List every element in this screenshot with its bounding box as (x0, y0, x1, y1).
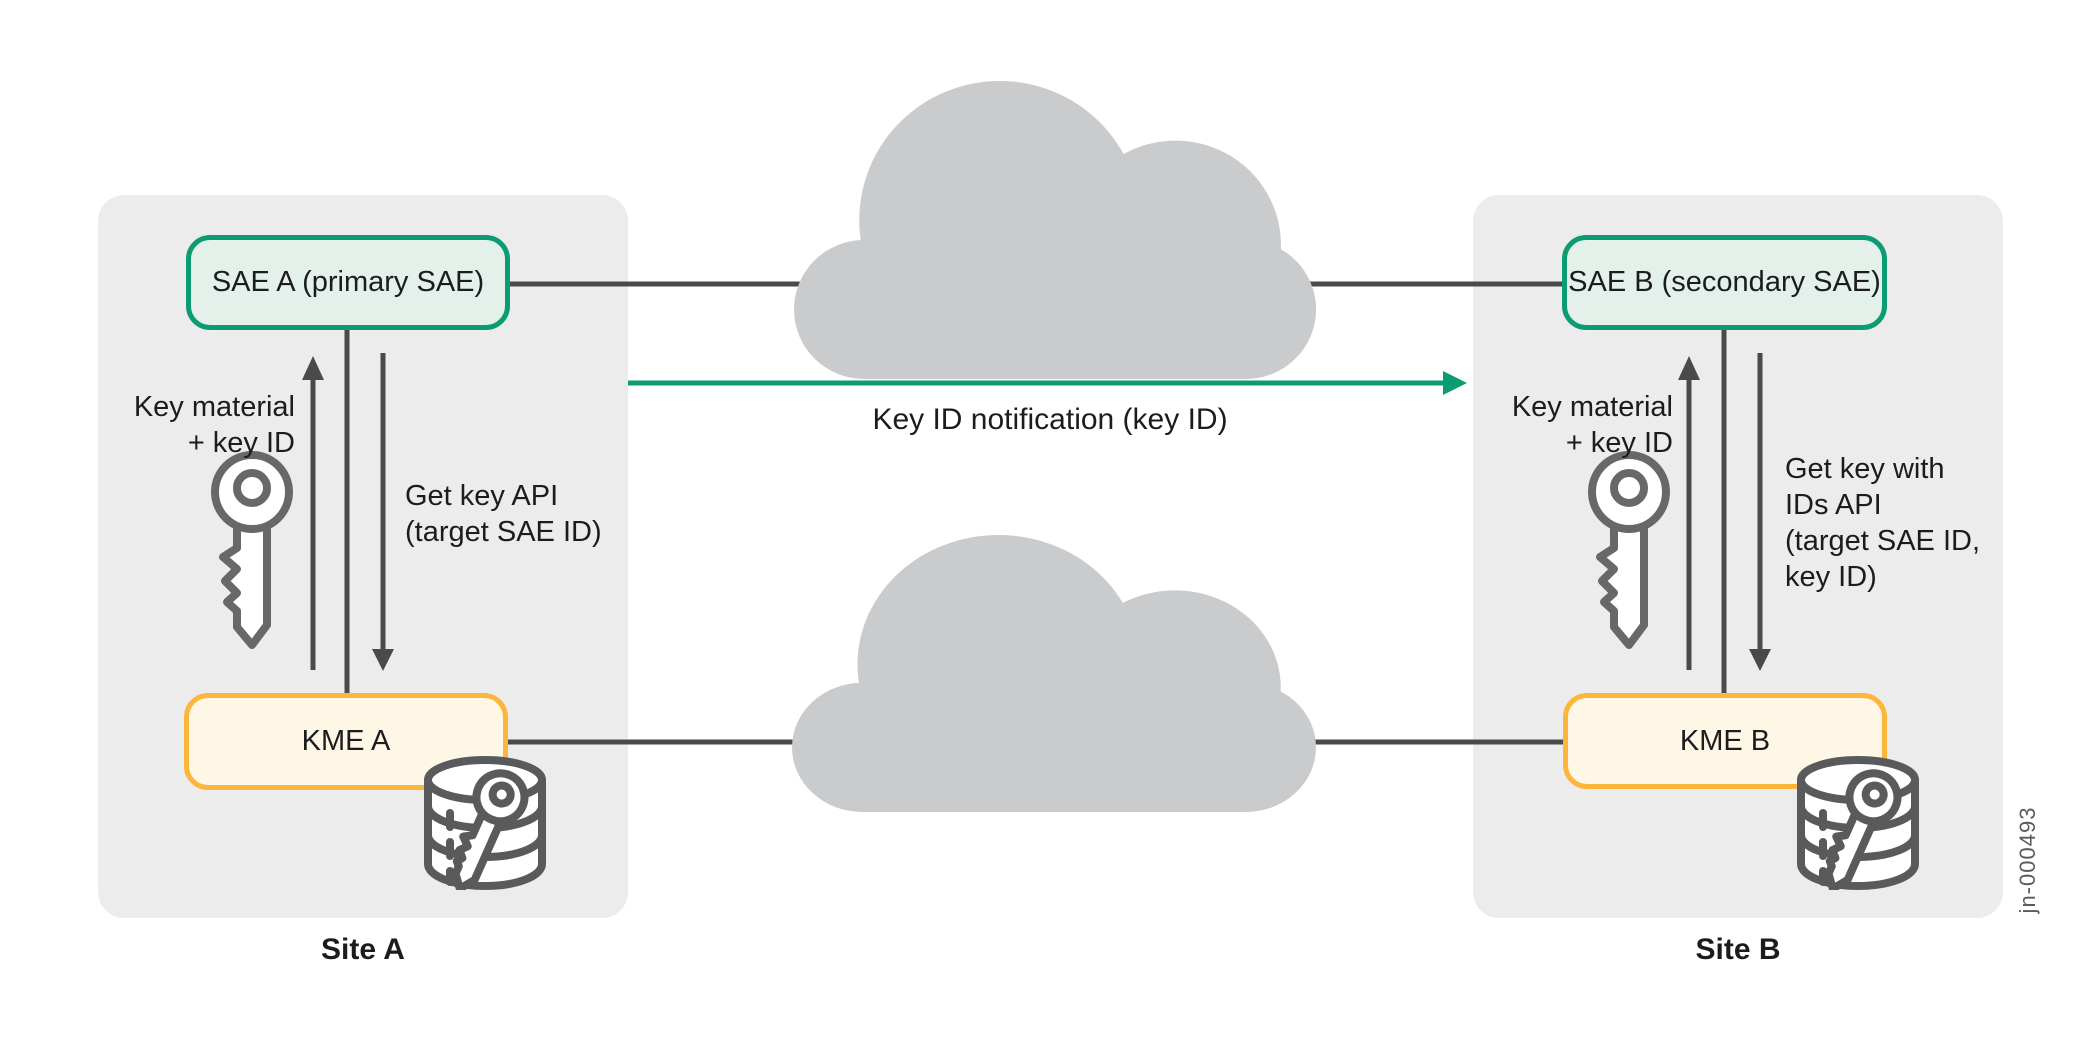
get-key-label-b-line3: (target SAE ID, (1785, 525, 1981, 557)
key-material-up-arrow-a (302, 356, 324, 670)
key-material-label-a-line2: + key ID (187, 427, 295, 459)
sae-a-node-label: SAE A (primary SAE) (211, 266, 485, 298)
key-database-icon-b (1797, 756, 1919, 890)
kme-b-node-label: KME B (1679, 724, 1771, 757)
site-a-title: Site A (321, 933, 405, 966)
get-key-label-a-line2: (target SAE ID) (405, 516, 602, 548)
key-id-notification-label: Key ID notification (key ID) (872, 403, 1228, 436)
get-key-label-b-line1: Get key with (1785, 453, 1945, 485)
get-key-label-b: Get key with IDs API (target SAE ID, key… (1785, 451, 2025, 595)
database-key-glyph (1824, 769, 1902, 890)
sae-b-node-label: SAE B (secondary SAE) (1568, 266, 1881, 298)
kme-a-node-label: KME A (301, 725, 391, 757)
get-key-label-a-line1: Get key API (405, 480, 559, 512)
key-icon-a (211, 451, 293, 649)
key-material-label-b: Key material + key ID (1473, 389, 1673, 461)
sae-b-node: SAE B (secondary SAE) (1562, 235, 1887, 330)
get-key-down-arrow-b (1749, 353, 1771, 671)
cloud-top-icon (794, 81, 1317, 379)
database-key-glyph (451, 769, 529, 890)
key-material-label-b-line2: + key ID (1565, 427, 1673, 459)
sae-a-node: SAE A (primary SAE) (186, 235, 510, 330)
site-b-connectors (1678, 330, 1771, 694)
key-id-notification-arrow (628, 371, 1467, 395)
key-material-label-a: Key material + key ID (95, 389, 295, 461)
key-icon-b (1588, 451, 1670, 649)
key-material-up-arrow-b (1678, 356, 1700, 670)
get-key-label-b-line2: IDs API (1785, 489, 1882, 521)
key-material-label-a-line1: Key material (133, 391, 295, 423)
key-database-icon-a (424, 756, 546, 890)
key-material-label-b-line1: Key material (1511, 391, 1673, 423)
get-key-label-a: Get key API (target SAE ID) (405, 478, 665, 550)
cloud-bottom-icon (792, 535, 1317, 812)
site-b-title: Site B (1695, 933, 1781, 966)
get-key-down-arrow-a (372, 353, 394, 671)
get-key-label-b-line4: key ID) (1785, 561, 1877, 593)
figure-id-label: jn-000493 (2015, 806, 2040, 914)
site-a-connectors (302, 330, 394, 694)
